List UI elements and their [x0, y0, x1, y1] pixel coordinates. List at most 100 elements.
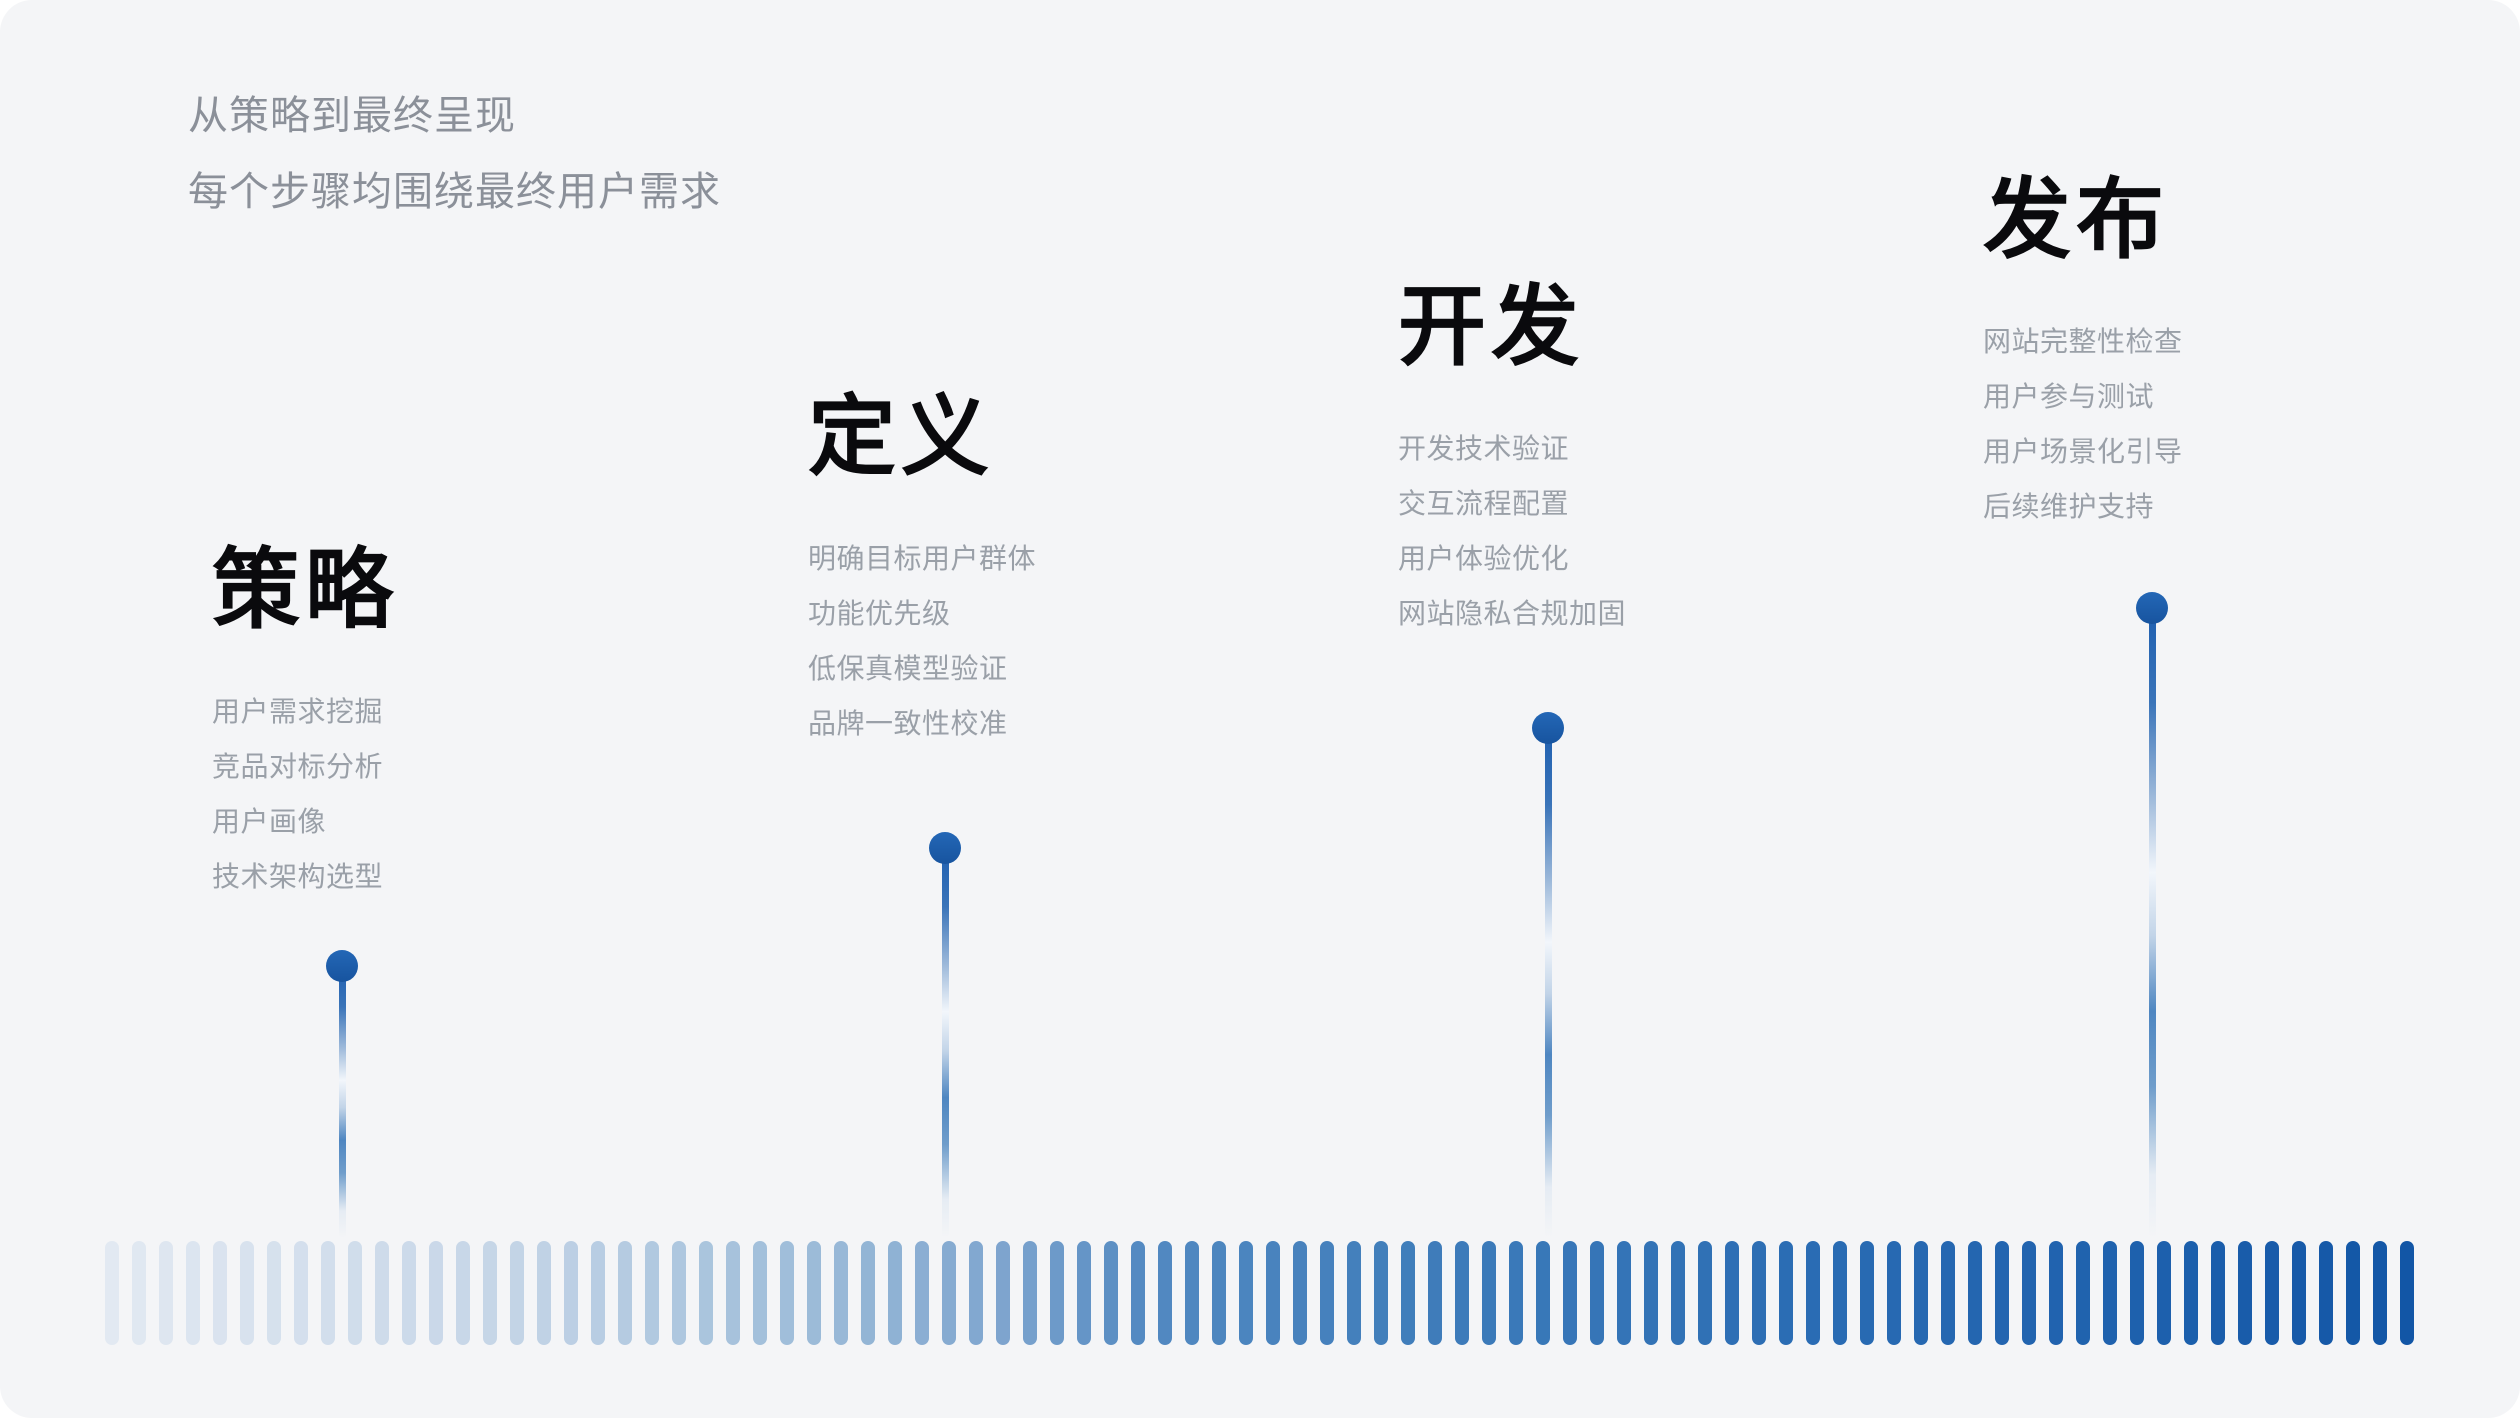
timeline-bar	[1131, 1241, 1145, 1345]
timeline-bar	[1590, 1241, 1604, 1345]
timeline-bar	[537, 1241, 551, 1345]
timeline-bar	[213, 1241, 227, 1345]
timeline-bar	[2076, 1241, 2090, 1345]
timeline-bar	[1617, 1241, 1631, 1345]
stage-item: 功能优先级	[808, 598, 951, 629]
timeline-bar	[1023, 1241, 1037, 1345]
timeline-bar	[591, 1241, 605, 1345]
stage-column-4: 发布 网站完整性检查用户参与测试用户场景化引导后续维护支持	[1983, 172, 2183, 534]
timeline-bar	[1077, 1241, 1091, 1345]
timeline-bar	[2022, 1241, 2036, 1345]
timeline-bar	[1347, 1241, 1361, 1345]
stage-dot-2	[929, 832, 961, 864]
timeline-bar	[2103, 1241, 2117, 1345]
stage-item: 用户体验优化	[1398, 543, 1570, 574]
timeline-bar	[132, 1241, 146, 1345]
timeline-bar	[1374, 1241, 1388, 1345]
stage-item: 网站完整性检查	[1983, 326, 2183, 357]
stage-title: 发布	[1983, 170, 2170, 269]
stage-item-list: 用户需求挖掘竞品对标分析用户画像技术架构选型	[212, 684, 398, 904]
timeline-bar	[834, 1241, 848, 1345]
stage-stem-3	[1544, 728, 1552, 1238]
timeline-bar	[2292, 1241, 2306, 1345]
stage-dot-3	[1532, 712, 1564, 744]
stage-column-1: 策略 用户需求挖掘竞品对标分析用户画像技术架构选型	[212, 542, 398, 904]
timeline-bar	[1914, 1241, 1928, 1345]
timeline-bar	[1266, 1241, 1280, 1345]
timeline-bar	[2319, 1241, 2333, 1345]
timeline-bar	[1752, 1241, 1766, 1345]
timeline-bar	[1509, 1241, 1523, 1345]
timeline-bar	[240, 1241, 254, 1345]
stage-stem-1	[338, 966, 346, 1238]
timeline-bar	[1779, 1241, 1793, 1345]
stage-title: 策略	[212, 540, 399, 639]
timeline-bar	[321, 1241, 335, 1345]
timeline-bar	[2373, 1241, 2387, 1345]
timeline-bar	[645, 1241, 659, 1345]
stage-item: 技术架构选型	[212, 861, 384, 892]
timeline-bar	[1725, 1241, 1739, 1345]
slide-subtitle: 从策略到最终呈现 每个步骤均围绕最终用户需求	[188, 78, 721, 230]
timeline-bar	[1428, 1241, 1442, 1345]
stage-item-list: 明确目标用户群体功能优先级低保真模型验证品牌一致性校准	[808, 531, 1036, 751]
timeline-bar	[1941, 1241, 1955, 1345]
stage-column-3: 开发 开发技术验证交互流程配置用户体验优化网站隐私合规加固	[1398, 279, 1626, 641]
timeline-bar	[2157, 1241, 2171, 1345]
timeline-bar	[726, 1241, 740, 1345]
stage-item: 品牌一致性校准	[808, 708, 1008, 739]
timeline-bar	[1671, 1241, 1685, 1345]
timeline-bar	[915, 1241, 929, 1345]
stage-title: 定义	[808, 387, 995, 486]
timeline-bar	[1212, 1241, 1226, 1345]
timeline-bar	[402, 1241, 416, 1345]
timeline-bar	[1239, 1241, 1253, 1345]
timeline-bar	[294, 1241, 308, 1345]
timeline-bar	[375, 1241, 389, 1345]
timeline-bar	[699, 1241, 713, 1345]
timeline-bar	[186, 1241, 200, 1345]
timeline-bar	[2130, 1241, 2144, 1345]
stage-item: 交互流程配置	[1398, 488, 1570, 519]
stage-item: 后续维护支持	[1983, 491, 2155, 522]
timeline-bar	[618, 1241, 632, 1345]
timeline-bar	[483, 1241, 497, 1345]
timeline-bar	[267, 1241, 281, 1345]
timeline-bar	[1806, 1241, 1820, 1345]
stage-item: 用户需求挖掘	[212, 696, 384, 727]
timeline-bar	[1644, 1241, 1658, 1345]
timeline-bar	[672, 1241, 686, 1345]
stage-item: 用户画像	[212, 806, 327, 837]
stage-title: 开发	[1398, 277, 1585, 376]
stage-item: 竞品对标分析	[212, 751, 384, 782]
timeline-bar	[1563, 1241, 1577, 1345]
timeline-bar	[1158, 1241, 1172, 1345]
timeline-bar	[1455, 1241, 1469, 1345]
timeline-bar	[2211, 1241, 2225, 1345]
timeline-bar	[753, 1241, 767, 1345]
stage-stem-2	[941, 848, 949, 1238]
stage-column-2: 定义 明确目标用户群体功能优先级低保真模型验证品牌一致性校准	[808, 389, 1036, 751]
timeline-bar	[1401, 1241, 1415, 1345]
stage-item: 开发技术验证	[1398, 433, 1570, 464]
stage-item-list: 开发技术验证交互流程配置用户体验优化网站隐私合规加固	[1398, 421, 1626, 641]
timeline-gradient-bars	[105, 1241, 2415, 1345]
timeline-bar	[564, 1241, 578, 1345]
timeline-bar	[510, 1241, 524, 1345]
timeline-bar	[2265, 1241, 2279, 1345]
timeline-bar	[1185, 1241, 1199, 1345]
stage-item: 用户场景化引导	[1983, 436, 2183, 467]
timeline-bar	[2346, 1241, 2360, 1345]
timeline-bar	[1968, 1241, 1982, 1345]
timeline-bar	[159, 1241, 173, 1345]
timeline-bar	[2400, 1241, 2414, 1345]
timeline-bar	[780, 1241, 794, 1345]
timeline-bar	[348, 1241, 362, 1345]
timeline-bar	[1833, 1241, 1847, 1345]
timeline-bar	[1293, 1241, 1307, 1345]
subtitle-line-1: 从策略到最终呈现	[188, 94, 516, 138]
timeline-bar	[1320, 1241, 1334, 1345]
timeline-bar	[105, 1241, 119, 1345]
stage-item: 明确目标用户群体	[808, 543, 1037, 574]
